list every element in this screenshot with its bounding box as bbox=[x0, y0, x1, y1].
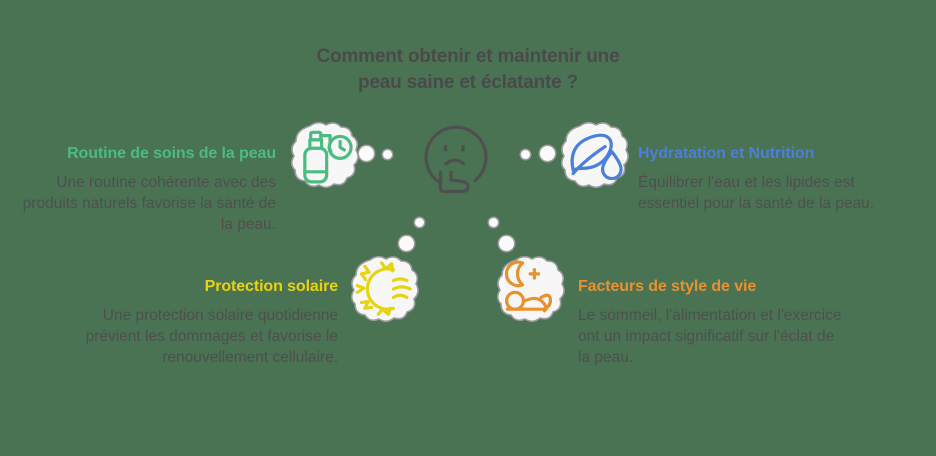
connector-dot bbox=[359, 146, 374, 161]
leaf-droplet-icon bbox=[558, 118, 632, 192]
sleeping-person-moon-icon bbox=[494, 252, 568, 326]
section-solaire: Protection solaire Une protection solair… bbox=[80, 277, 339, 368]
bubble-routine bbox=[288, 118, 362, 192]
thinking-face-icon bbox=[418, 116, 496, 194]
sun-rays-icon bbox=[348, 252, 422, 326]
section-hydratation-heading: Hydratation et Nutrition bbox=[638, 145, 815, 162]
bubble-lifestyle bbox=[494, 252, 568, 326]
section-routine: Routine de soins de la peau Une routine … bbox=[8, 144, 276, 235]
title-line-2: peau saine et éclatante ? bbox=[358, 72, 578, 93]
connector-dot bbox=[383, 150, 392, 159]
section-hydratation-body: Équilibrer l'eau et les lipides est esse… bbox=[638, 174, 875, 212]
section-routine-heading: Routine de soins de la peau bbox=[67, 145, 276, 162]
section-routine-body: Une routine cohérente avec des produits … bbox=[22, 174, 276, 233]
section-lifestyle-body: Le sommeil, l'alimentation et l'exercice… bbox=[578, 307, 842, 366]
bubble-solaire bbox=[348, 252, 422, 326]
title-line-1: Comment obtenir et maintenir une bbox=[316, 46, 620, 67]
connector-dot bbox=[415, 218, 424, 227]
section-solaire-body: Une protection solaire quotidienne prévi… bbox=[85, 307, 338, 366]
section-lifestyle-heading: Facteurs de style de vie bbox=[578, 278, 757, 295]
spray-bottle-clock-icon bbox=[288, 118, 362, 192]
section-hydratation: Hydratation et Nutrition Équilibrer l'ea… bbox=[638, 144, 906, 214]
connector-dot bbox=[499, 236, 514, 251]
page-title: Comment obtenir et maintenir une peau sa… bbox=[268, 44, 668, 96]
section-solaire-heading: Protection solaire bbox=[204, 278, 338, 295]
bubble-hydratation bbox=[558, 118, 632, 192]
connector-dot bbox=[489, 218, 498, 227]
connector-dot bbox=[521, 150, 530, 159]
connector-dot bbox=[540, 146, 555, 161]
connector-dot bbox=[399, 236, 414, 251]
section-lifestyle: Facteurs de style de vie Le sommeil, l'a… bbox=[578, 277, 846, 368]
